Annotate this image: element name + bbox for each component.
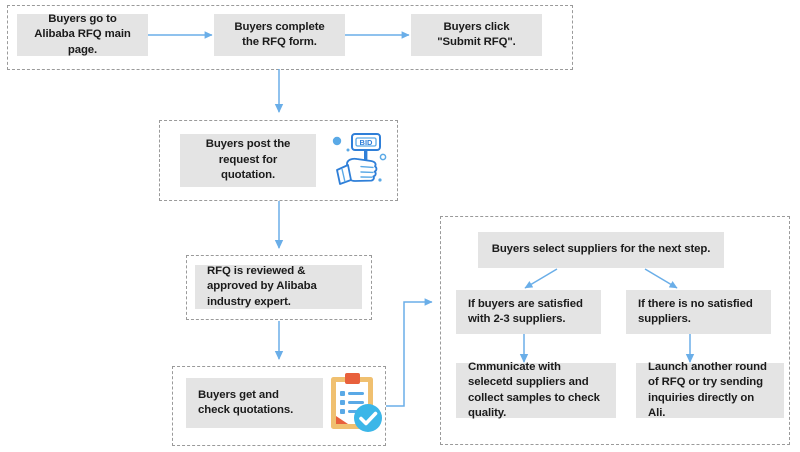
group-supplier-selection — [440, 216, 790, 445]
group-post-rfq — [159, 120, 398, 201]
node-step2[interactable]: Buyers complete the RFQ form. — [214, 14, 345, 56]
node-step4[interactable]: Buyers post the request for quotation. — [180, 134, 316, 187]
group-review-rfq — [186, 255, 372, 320]
node-step5[interactable]: RFQ is reviewed & approved by Alibaba in… — [195, 265, 362, 309]
node-step3[interactable]: Buyers click "Submit RFQ". — [411, 14, 542, 56]
arrow-quotations-to-selection — [386, 298, 433, 407]
node-branch-satisfied[interactable]: If buyers are satisfied with 2-3 supplie… — [456, 290, 601, 334]
node-step1[interactable]: Buyers go to Alibaba RFQ main page. — [17, 13, 148, 56]
node-outcome-satisfied[interactable]: Cmmunicate with selecetd suppliers and c… — [456, 361, 616, 419]
node-outcome-not-satisfied[interactable]: Launch another round of RFQ or try sendi… — [636, 361, 784, 419]
clipboard-check-icon — [325, 371, 387, 435]
group-submit-rfq — [7, 5, 573, 70]
node-step6[interactable]: Buyers get and check quotations. — [186, 378, 323, 428]
group-check-quotations — [172, 366, 386, 446]
svg-text:BID: BID — [360, 138, 374, 147]
bid-paddle-hand-icon: BID — [327, 128, 389, 190]
node-step7[interactable]: Buyers select suppliers for the next ste… — [478, 232, 724, 268]
node-branch-not-satisfied[interactable]: If there is no satisfied suppliers. — [626, 290, 771, 334]
